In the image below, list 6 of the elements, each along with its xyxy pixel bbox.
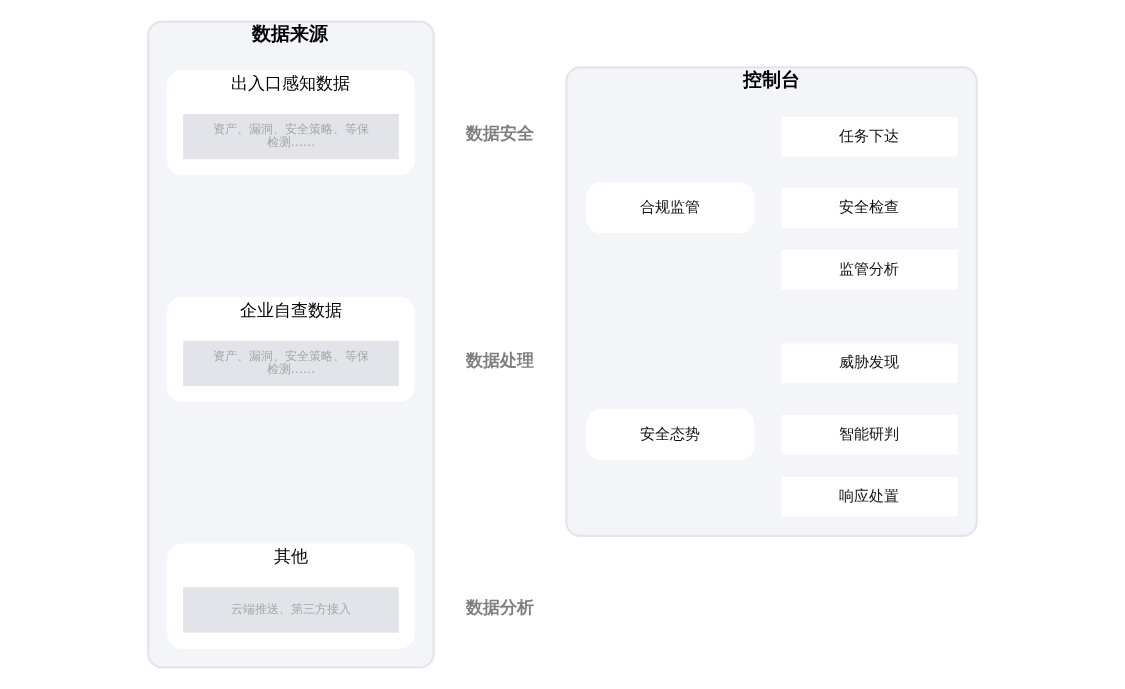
label: 数据安全 xyxy=(466,124,535,144)
node-box: 资产、漏洞、安全策略、等保检测…… xyxy=(183,340,399,386)
node-box: 资产、漏洞、安全策略、等保检测…… xyxy=(183,113,399,160)
node-box: 云端推送、第三方接入 xyxy=(183,587,399,633)
label: 数据分析 xyxy=(466,597,535,617)
label: 数据处理 xyxy=(466,351,535,371)
